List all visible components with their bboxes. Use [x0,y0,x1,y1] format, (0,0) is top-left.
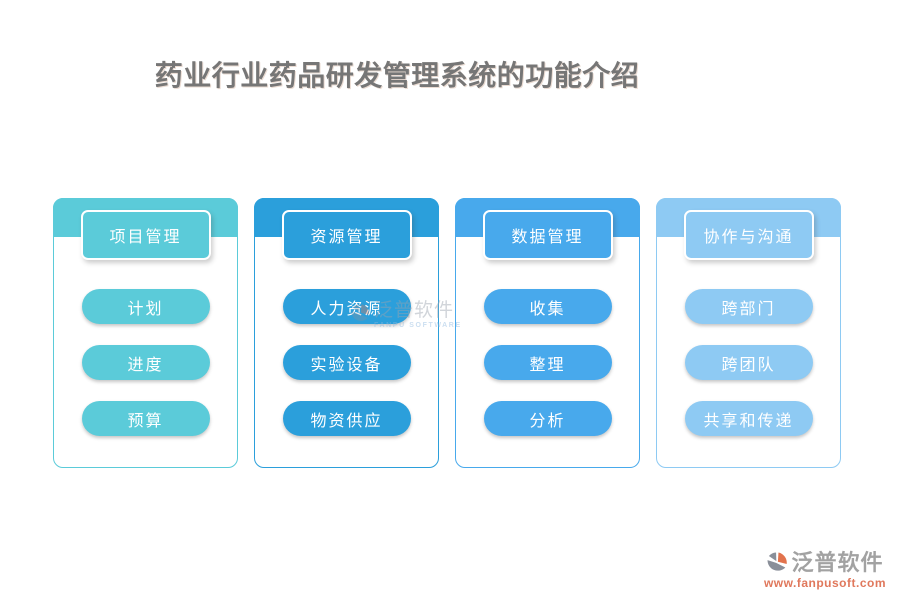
card-data-management: 数据管理 收集 整理 分析 [455,198,640,468]
footer-url: www.fanpusoft.com [763,576,886,590]
progress-pill[interactable]: 进度 [81,345,210,380]
feature-cards: 项目管理 计划 进度 预算 资源管理 人力资源 实验设备 物资供应 [53,198,841,468]
card-items: 跨部门 跨团队 共享和传递 [657,289,840,436]
fanpu-logo-icon [767,552,788,571]
share-transfer-pill[interactable]: 共享和传递 [684,401,813,436]
analyze-pill[interactable]: 分析 [483,401,612,436]
card-title: 项目管理 [109,229,182,246]
plan-pill[interactable]: 计划 [81,289,210,324]
budget-pill[interactable]: 预算 [81,401,210,436]
card-title-tab-collaboration[interactable]: 协作与沟通 [683,210,814,260]
material-supply-pill[interactable]: 物资供应 [282,401,411,436]
card-project-management: 项目管理 计划 进度 预算 [53,198,238,468]
footer-brand-name: 泛普软件 [791,549,884,575]
card-collaboration-communication: 协作与沟通 跨部门 跨团队 共享和传递 [656,198,841,468]
card-items: 人力资源 实验设备 物资供应 [255,289,438,436]
page-title: 药业行业药品研发管理系统的功能介绍 [154,61,640,92]
card-title: 资源管理 [310,229,383,246]
card-title-tab-data-management[interactable]: 数据管理 [482,210,613,260]
card-resource-management: 资源管理 人力资源 实验设备 物资供应 [254,198,439,468]
footer-brand: 泛普软件 www.fanpusoft.com [764,551,886,589]
card-title-tab-project-management[interactable]: 项目管理 [80,210,211,260]
card-items: 收集 整理 分析 [456,289,639,436]
card-title-tab-resource-management[interactable]: 资源管理 [281,210,412,260]
collect-pill[interactable]: 收集 [483,289,612,324]
card-title: 数据管理 [511,229,584,246]
cross-team-pill[interactable]: 跨团队 [684,345,813,380]
lab-equipment-pill[interactable]: 实验设备 [282,345,411,380]
organize-pill[interactable]: 整理 [483,345,612,380]
human-resources-pill[interactable]: 人力资源 [282,289,411,324]
cross-department-pill[interactable]: 跨部门 [684,289,813,324]
card-items: 计划 进度 预算 [54,289,237,436]
card-title: 协作与沟通 [703,229,794,246]
